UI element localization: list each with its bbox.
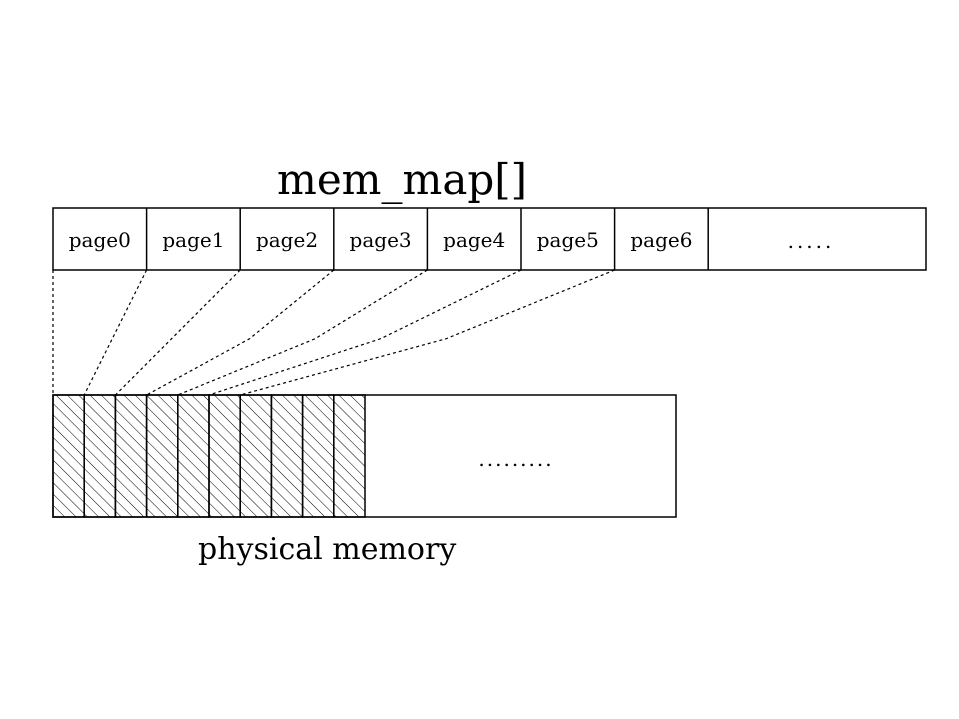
mapping-line-page5 (208, 269, 522, 396)
physical-frame (239, 394, 273, 518)
physical-frame (52, 394, 85, 518)
physical-frame (270, 394, 304, 518)
physical-memory-label: physical memory (198, 532, 456, 567)
physical-memory-outline (52, 394, 677, 518)
mem-map-cell-page0: page0 (69, 228, 131, 252)
mem-map-cell-page4: page4 (443, 228, 505, 252)
mem-map-cell-page5: page5 (537, 228, 599, 252)
mem-map-cell-page2: page2 (256, 228, 318, 252)
mapping-line-page4 (177, 269, 428, 396)
physical-memory-ellipsis: ......... (478, 447, 553, 471)
mem-map-cell-page6: page6 (630, 228, 692, 252)
mem-map-outline (52, 207, 927, 271)
mem-map-cell-page1: page1 (162, 228, 224, 252)
physical-frame (177, 394, 210, 518)
diagram-title: mem_map[] (277, 155, 527, 204)
mapping-line-page1 (83, 269, 148, 396)
mapping-line-page6 (240, 269, 615, 396)
physical-frame (333, 394, 366, 518)
physical-frame (208, 394, 241, 518)
mem-map-cells: page0 page1 page2 page3 page4 page5 page6 (69, 208, 709, 270)
physical-frame (145, 394, 179, 518)
mem-map-ellipsis: ..... (788, 229, 835, 253)
physical-frame (114, 394, 148, 518)
physical-memory: ......... (52, 394, 677, 518)
physical-frame (301, 394, 335, 518)
mem-map-array: page0 page1 page2 page3 page4 page5 page6 ....… (52, 207, 927, 271)
mapping-line-page2 (114, 269, 241, 396)
mapping-lines (52, 269, 615, 396)
mapping-line-page3 (146, 269, 335, 396)
physical-frame (83, 394, 117, 518)
physical-frames (52, 394, 366, 518)
mem-map-cell-page3: page3 (350, 228, 412, 252)
